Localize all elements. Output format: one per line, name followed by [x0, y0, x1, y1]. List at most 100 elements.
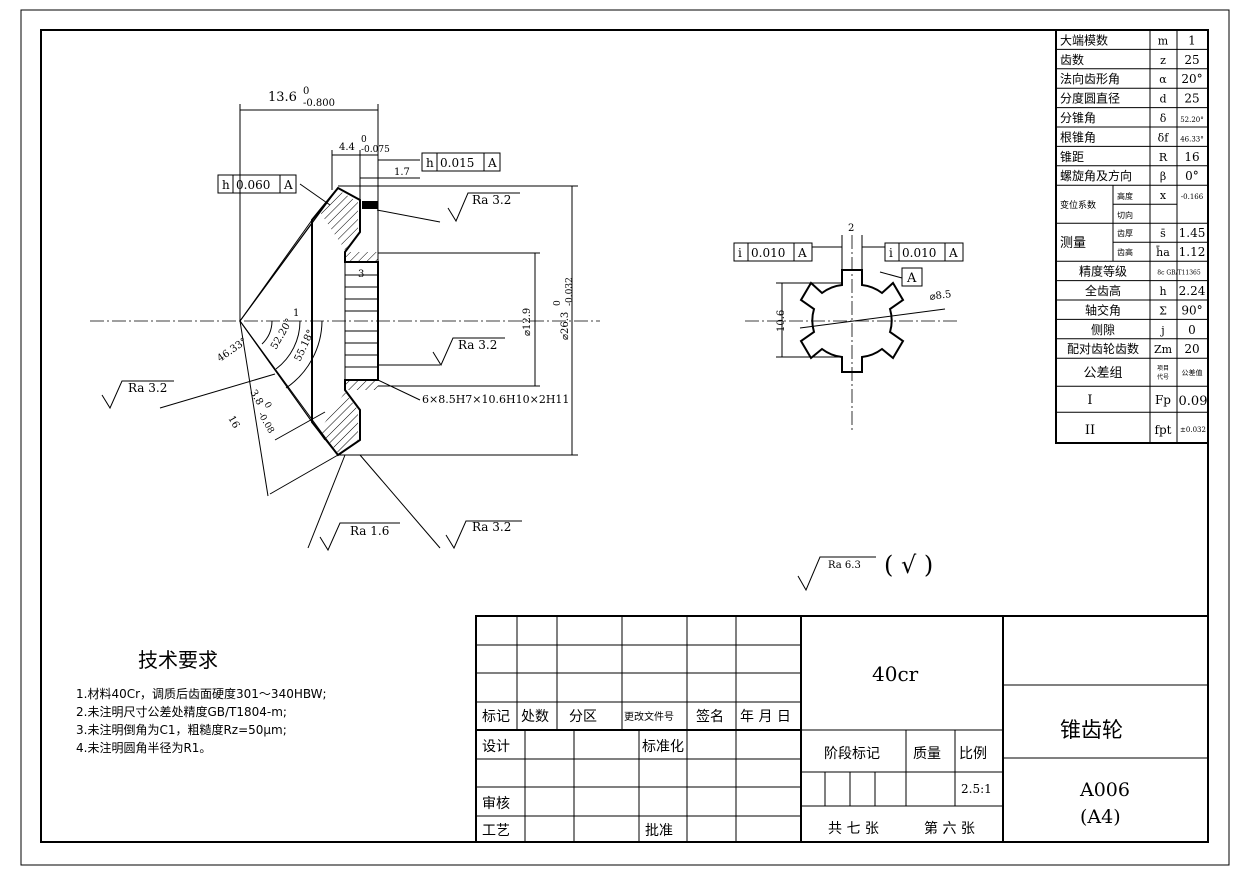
dim-26-3-lower: -0.032 — [565, 277, 575, 306]
param2-value-1: 2.24 — [1179, 284, 1206, 298]
param2-value-3: 0 — [1188, 323, 1196, 337]
svg-text:Ra 3.2: Ra 3.2 — [472, 193, 511, 207]
shift-value: -0.166 — [1181, 193, 1204, 201]
angle-52: 52.20° — [269, 317, 295, 352]
param-value-7: 0° — [1185, 169, 1199, 183]
dim-13-6-lower: -0.800 — [303, 98, 335, 109]
tb-header-date: 年 月 日 — [740, 709, 791, 725]
param-symbol-3: d — [1159, 93, 1166, 106]
param-value-1: 25 — [1184, 53, 1199, 67]
tb-header-change: 更改文件号 — [624, 710, 674, 723]
tb-process: 工艺 — [482, 823, 510, 839]
title-block: 标记 处数 分区 更改文件号 签名 年 月 日 设计 标准化 审核 工艺 批准 … — [475, 615, 1209, 843]
param2-name-3: 侧隙 — [1091, 323, 1115, 337]
tb-paper: (A4) — [1080, 806, 1121, 828]
svg-text:A: A — [948, 246, 958, 260]
roughness-left: Ra 3.2 — [101, 380, 174, 410]
param-name-2: 法向齿形角 — [1060, 71, 1120, 86]
angle-55: 55.18° — [293, 328, 317, 363]
dim-26-3-upper: 0 — [553, 300, 563, 306]
param-value-2: 20° — [1181, 72, 1202, 86]
thickness-value: 1.45 — [1179, 226, 1206, 240]
tb-sheet-no: 第 六 张 — [924, 820, 975, 837]
param-value-6: 16 — [1184, 150, 1199, 164]
svg-text:Ra 1.6: Ra 1.6 — [350, 524, 389, 538]
tech-item-1: 1.材料40Cr，调质后齿面硬度301～340HBW; — [76, 686, 327, 701]
param-symbol-2: α — [1159, 73, 1167, 86]
param-name-0: 大端模数 — [1060, 32, 1108, 47]
param2-symbol-4: Zm — [1154, 343, 1173, 356]
tb-scale-label: 比例 — [959, 746, 987, 762]
dim-8-5: ⌀8.5 — [929, 289, 952, 303]
tb-mass: 质量 — [913, 746, 941, 762]
shift-symbol: x — [1160, 189, 1167, 202]
svg-text:A: A — [487, 156, 497, 170]
svg-text:Ra 3.2: Ra 3.2 — [472, 520, 511, 534]
dim-26-3: ⌀26.3 — [560, 312, 571, 340]
tb-review: 审核 — [482, 796, 510, 812]
tol-group: 公差组 — [1083, 366, 1122, 381]
dim-4-4: 4.4 — [339, 142, 355, 153]
param-symbol-6: R — [1159, 151, 1168, 164]
dim-12-9: ⌀12.9 — [522, 308, 533, 336]
dim-2: 2 — [848, 223, 854, 234]
hatch-hub-top — [345, 252, 378, 262]
roughness-bore: Ra 3.2 — [432, 337, 505, 367]
param-name-6: 锥距 — [1060, 150, 1084, 164]
param-symbol-1: z — [1160, 54, 1166, 67]
measure-label: 测量 — [1060, 236, 1086, 251]
angle-arc-46 — [261, 320, 273, 345]
angle-arc-55 — [285, 320, 323, 389]
svg-text:0.010: 0.010 — [902, 246, 936, 260]
group1-value: 0.09 — [1179, 394, 1208, 409]
param2-symbol-3: j — [1159, 324, 1164, 337]
svg-text:0.060: 0.060 — [236, 178, 270, 192]
param2-name-1: 全齿高 — [1085, 283, 1121, 298]
param2-value-2: 90° — [1181, 303, 1202, 317]
group1: I — [1087, 393, 1092, 408]
tb-approve: 批准 — [645, 823, 673, 839]
dim-4-4-lower: -0.075 — [361, 145, 390, 155]
svg-text:0.015: 0.015 — [440, 156, 474, 170]
thickness-symbol: s̄ — [1160, 227, 1166, 240]
param2-symbol-2: Σ — [1159, 304, 1167, 317]
hatch-hub-bottom — [345, 380, 378, 390]
dim-4-4-upper: 0 — [361, 135, 367, 145]
gear-section-view: 13.6 0 -0.800 4.4 0 -0.075 1.7 h 0.015 A… — [90, 86, 600, 552]
item-code-1: 项目 — [1157, 365, 1169, 372]
svg-text:i: i — [738, 246, 742, 260]
dim-10-6: 10.6 — [776, 310, 787, 332]
svg-text:A: A — [283, 178, 293, 192]
svg-text:0.010: 0.010 — [751, 246, 785, 260]
svg-text:i: i — [889, 246, 893, 260]
general-roughness: Ra 6.3 ( √ ) — [797, 551, 933, 592]
group2-symbol: fpt — [1155, 423, 1172, 437]
param2-value-4: 20 — [1184, 342, 1199, 356]
param-value-3: 25 — [1184, 92, 1199, 106]
svg-text:( √ ): ( √ ) — [884, 551, 933, 579]
runout-frame-2: h 0.015 A — [421, 152, 501, 172]
tb-standard: 标准化 — [642, 739, 684, 755]
param-symbol-0: m — [1158, 34, 1169, 47]
tech-item-4: 4.未注明圆角半径为R1。 — [76, 740, 211, 755]
tb-header-count: 处数 — [521, 709, 549, 725]
param2-name-4: 配对齿轮齿数 — [1067, 341, 1139, 356]
svg-text:h: h — [426, 156, 434, 170]
param-value-0: 1 — [1188, 33, 1196, 47]
tech-item-3: 3.未注明倒角为C1，粗糙度Rz=50μm; — [76, 722, 287, 737]
tb-header-mark: 标记 — [482, 709, 510, 725]
tb-material: 40cr — [872, 662, 919, 686]
tb-drawing-no: A006 — [1079, 779, 1130, 801]
param-name-4: 分锥角 — [1060, 111, 1096, 125]
tb-design: 设计 — [482, 739, 510, 755]
item-code-2: 代号 — [1157, 373, 1169, 381]
dim-16: 16 — [225, 414, 241, 431]
tb-part-name: 锥齿轮 — [1060, 718, 1123, 742]
svg-text:Ra 3.2: Ra 3.2 — [458, 338, 497, 352]
param2-symbol-0: 8c GB/T11365 — [1157, 270, 1201, 277]
tech-item-2: 2.未注明尺寸公差处精度GB/T1804-m; — [76, 704, 287, 719]
dim-1-7: 1.7 — [394, 167, 410, 178]
tb-header-sign: 签名 — [696, 708, 724, 725]
tb-sheets: 共 七 张 — [828, 821, 879, 837]
